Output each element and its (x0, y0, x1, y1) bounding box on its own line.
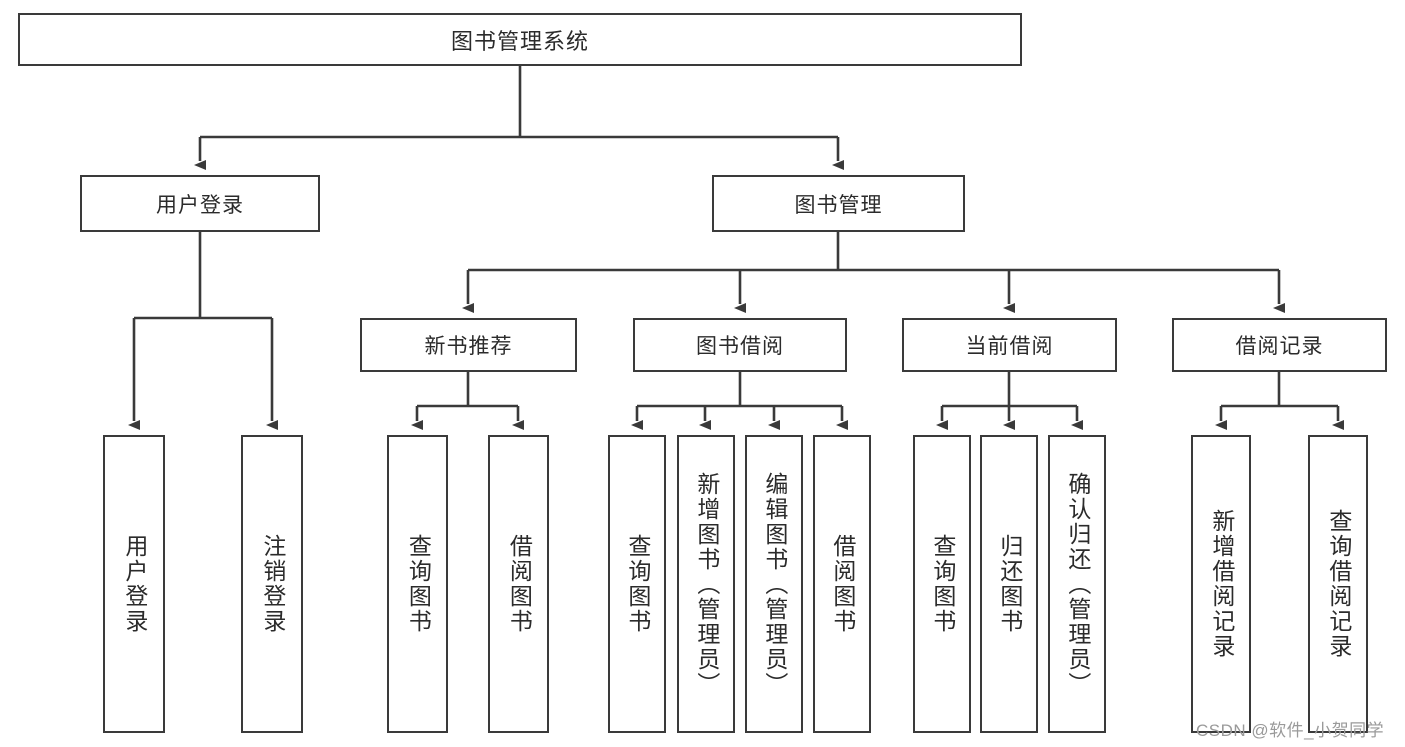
csdn-watermark: CSDN @软件_小贺同学 (1196, 716, 1384, 741)
node-label: 用户登录 (121, 534, 148, 634)
node-label: 图书管理系统 (450, 28, 589, 54)
leaf-book-borrow-3[interactable]: 借阅图书 (813, 435, 871, 733)
leaf-borrow-record-1[interactable]: 查询借阅记录 (1308, 435, 1368, 733)
leaf-current-borrow-2[interactable]: 确认归还（管理员） (1048, 435, 1106, 733)
node-user-login[interactable]: 用户登录 (80, 175, 320, 232)
node-new-book-rec[interactable]: 新书推荐 (360, 318, 577, 372)
node-current-borrow[interactable]: 当前借阅 (902, 318, 1117, 372)
node-book-manage[interactable]: 图书管理 (712, 175, 965, 232)
node-label: 借阅图书 (829, 534, 856, 634)
node-book-borrow[interactable]: 图书借阅 (633, 318, 847, 372)
node-label: 确认归还（管理员） (1064, 471, 1091, 697)
node-label: 查询图书 (405, 534, 432, 634)
node-label: 新增借阅记录 (1208, 509, 1235, 659)
node-label: 当前借阅 (965, 335, 1054, 358)
node-label: 编辑图书（管理员） (761, 471, 788, 697)
node-label: 新书推荐 (424, 335, 513, 358)
leaf-current-borrow-0[interactable]: 查询图书 (913, 435, 971, 733)
leaf-borrow-record-0[interactable]: 新增借阅记录 (1191, 435, 1251, 733)
leaf-book-borrow-0[interactable]: 查询图书 (608, 435, 666, 733)
node-label: 归还图书 (996, 534, 1023, 634)
node-label: 查询图书 (929, 534, 956, 634)
leaf-book-borrow-2[interactable]: 编辑图书（管理员） (745, 435, 803, 733)
leaf-book-borrow-1[interactable]: 新增图书（管理员） (677, 435, 735, 733)
node-label: 图书借阅 (696, 335, 784, 358)
node-label: 借阅记录 (1235, 335, 1324, 358)
node-label: 图书管理 (794, 193, 883, 217)
node-borrow-record[interactable]: 借阅记录 (1172, 318, 1387, 372)
leaf-new-book-rec-1[interactable]: 借阅图书 (488, 435, 549, 733)
leaf-new-book-rec-0[interactable]: 查询图书 (387, 435, 448, 733)
node-label: 查询图书 (624, 534, 651, 634)
leaf-current-borrow-1[interactable]: 归还图书 (980, 435, 1038, 733)
node-label: 用户登录 (156, 193, 244, 217)
node-label: 查询借阅记录 (1325, 509, 1352, 659)
node-root-system[interactable]: 图书管理系统 (18, 13, 1022, 66)
leaf-user-login-1[interactable]: 注销登录 (241, 435, 303, 733)
node-label: 注销登录 (259, 534, 286, 634)
leaf-user-login-0[interactable]: 用户登录 (103, 435, 165, 733)
node-label: 借阅图书 (506, 534, 533, 634)
watermark-text: CSDN @软件_小贺同学 (1196, 721, 1385, 740)
node-label: 新增图书（管理员） (693, 471, 720, 697)
